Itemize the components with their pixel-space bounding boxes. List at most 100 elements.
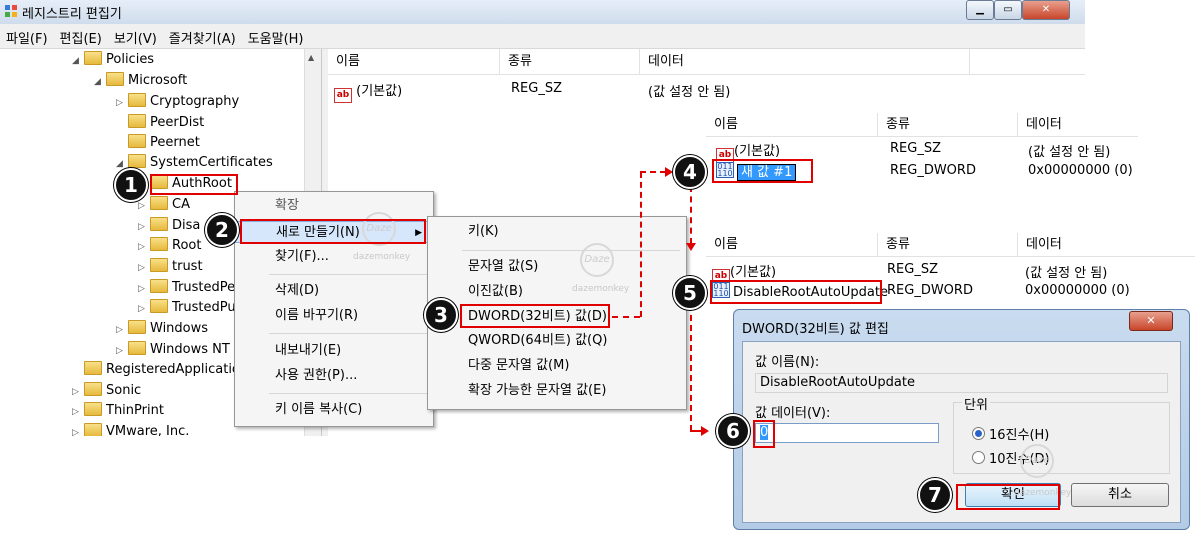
expand-icon[interactable]: ▷ bbox=[138, 284, 145, 294]
expand-icon[interactable]: ▷ bbox=[116, 325, 123, 335]
menu-view[interactable]: 보기(V) bbox=[113, 32, 157, 47]
tree-item[interactable]: ▷Root bbox=[138, 236, 201, 256]
submenu-item-expandable-string[interactable]: 확장 가능한 문자열 값(E) bbox=[468, 383, 607, 398]
folder-icon bbox=[128, 134, 146, 148]
radio-hex[interactable]: 16진수(H) bbox=[972, 424, 1049, 443]
tree-item[interactable]: ▷VMware, Inc. bbox=[72, 422, 189, 436]
tree-item[interactable]: ▷ TrustedPu bbox=[138, 298, 236, 318]
value-row-default[interactable]: ab(기본값) bbox=[716, 140, 780, 163]
tree-item[interactable]: ▷ThinPrint bbox=[72, 401, 164, 421]
connector-arrow-icon bbox=[701, 426, 709, 436]
value-row-default[interactable]: ab (기본값) bbox=[334, 80, 402, 103]
header-divider bbox=[706, 256, 1195, 257]
title-bar[interactable]: 레지스트리 편집기 ▁ ▭ ✕ bbox=[0, 0, 1085, 24]
submenu-item-qword[interactable]: QWORD(64비트) 값(Q) bbox=[468, 333, 608, 348]
tree-item[interactable]: ▷Disa bbox=[138, 216, 200, 236]
folder-icon bbox=[150, 196, 168, 210]
menu-item-find[interactable]: 찾기(F)... bbox=[275, 249, 329, 264]
value-name: (기본값) bbox=[730, 265, 777, 280]
submenu-item-dword[interactable]: DWORD(32비트) 값(D) bbox=[468, 309, 607, 324]
dialog-close-button[interactable]: ✕ bbox=[1129, 311, 1173, 331]
tree-item[interactable]: ▷Cryptography bbox=[116, 92, 239, 112]
expand-icon[interactable]: ▷ bbox=[138, 201, 145, 211]
expand-icon[interactable]: ▷ bbox=[116, 98, 123, 108]
column-type: 종류 bbox=[878, 233, 1018, 257]
menu-item-delete[interactable]: 삭제(D) bbox=[275, 283, 320, 298]
tree-item[interactable]: PeerDist bbox=[116, 113, 204, 133]
tree-item[interactable]: ▷TrustedPe bbox=[138, 278, 235, 298]
menu-item-expand[interactable]: 확장 bbox=[275, 198, 299, 213]
tree-item[interactable]: ◢Policies bbox=[72, 50, 154, 70]
maximize-button[interactable]: ▭ bbox=[994, 0, 1022, 20]
header-divider bbox=[328, 74, 1085, 75]
column-data[interactable]: 데이터 bbox=[640, 49, 970, 75]
tree-item[interactable]: ▷ trust bbox=[138, 257, 203, 277]
connector-line bbox=[612, 316, 640, 318]
value-name-field: DisableRootAutoUpdate bbox=[755, 373, 1168, 393]
expand-icon[interactable]: ▷ bbox=[138, 263, 145, 273]
value-data-label: 값 데이터(V): bbox=[755, 406, 831, 421]
column-name[interactable]: 이름 bbox=[328, 49, 500, 75]
expand-icon[interactable]: ▷ bbox=[138, 304, 145, 314]
tree-item-label: trust bbox=[172, 259, 203, 274]
menu-separator bbox=[269, 333, 427, 334]
tree-item[interactable]: ▷Sonic bbox=[72, 381, 141, 401]
value-type: REG_SZ bbox=[890, 141, 941, 156]
value-data-input[interactable]: 0 bbox=[755, 423, 939, 443]
tree-item[interactable]: ◢SystemCertificates bbox=[116, 153, 273, 173]
tree-item-label: AuthRoot bbox=[172, 176, 232, 191]
submenu-item-binary[interactable]: 이진값(B) bbox=[468, 284, 523, 299]
expand-icon[interactable]: ▷ bbox=[72, 387, 79, 397]
step-badge-5: 5 bbox=[673, 276, 707, 310]
step-badge-6: 6 bbox=[716, 414, 750, 448]
expand-icon[interactable]: ◢ bbox=[72, 56, 79, 66]
tree-item-label: Windows bbox=[150, 321, 209, 336]
close-button[interactable]: ✕ bbox=[1022, 0, 1070, 20]
menu-item-permissions[interactable]: 사용 권한(P)... bbox=[275, 368, 358, 383]
folder-icon bbox=[150, 217, 168, 231]
column-type[interactable]: 종류 bbox=[500, 49, 640, 75]
column-name: 이름 bbox=[706, 113, 878, 137]
expand-icon[interactable]: ▷ bbox=[138, 222, 145, 232]
step-badge-7: 7 bbox=[918, 478, 952, 512]
expand-icon[interactable]: ◢ bbox=[94, 77, 101, 87]
tree-item-label: TrustedPu bbox=[172, 300, 236, 315]
menu-item-export[interactable]: 내보내기(E) bbox=[275, 343, 342, 358]
value-type: REG_DWORD bbox=[890, 163, 976, 178]
submenu-item-string[interactable]: 문자열 값(S) bbox=[468, 259, 539, 274]
minimize-button[interactable]: ▁ bbox=[966, 0, 994, 20]
scroll-up-icon[interactable]: ▲ bbox=[308, 53, 315, 62]
menu-item-copy-key-name[interactable]: 키 이름 복사(C) bbox=[275, 402, 363, 417]
expand-icon[interactable]: ▷ bbox=[72, 428, 79, 436]
value-name-edit[interactable]: 새 값 #1 bbox=[737, 164, 797, 181]
menu-edit[interactable]: 편집(E) bbox=[59, 32, 102, 47]
dialog-body: 값 이름(N): DisableRootAutoUpdate 값 데이터(V):… bbox=[742, 341, 1181, 523]
tree-item[interactable]: ◢Microsoft bbox=[94, 71, 187, 91]
menu-file[interactable]: 파일(F) bbox=[6, 32, 48, 47]
tree-item[interactable]: Peernet bbox=[116, 133, 200, 153]
menu-item-rename[interactable]: 이름 바꾸기(R) bbox=[275, 308, 359, 323]
value-type: REG_SZ bbox=[511, 81, 562, 96]
tree-item[interactable]: ▷CA bbox=[138, 195, 190, 215]
submenu-item-key[interactable]: 키(K) bbox=[468, 224, 499, 239]
tree-item[interactable]: ▷Windows NT bbox=[116, 340, 230, 360]
expand-icon[interactable]: ▷ bbox=[116, 346, 123, 356]
tree-item[interactable]: ▷ Windows bbox=[116, 319, 208, 339]
cancel-button[interactable]: 취소 bbox=[1071, 483, 1169, 507]
submenu-item-multi-string[interactable]: 다중 문자열 값(M) bbox=[468, 358, 570, 373]
expand-icon[interactable]: ▷ bbox=[72, 407, 79, 417]
tree-item[interactable]: RegisteredApplication bbox=[72, 360, 248, 380]
menu-favorites[interactable]: 즐겨찾기(A) bbox=[168, 32, 236, 47]
column-data: 데이터 bbox=[1018, 113, 1138, 137]
expand-icon[interactable]: ▷ bbox=[138, 242, 145, 252]
menu-help[interactable]: 도움말(H) bbox=[247, 32, 304, 47]
expand-icon[interactable]: ◢ bbox=[116, 159, 123, 169]
folder-icon bbox=[150, 258, 168, 272]
value-name: DisableRootAutoUpdate bbox=[733, 285, 888, 300]
ok-button[interactable]: 확인 bbox=[965, 483, 1061, 507]
connector-line bbox=[640, 171, 666, 173]
